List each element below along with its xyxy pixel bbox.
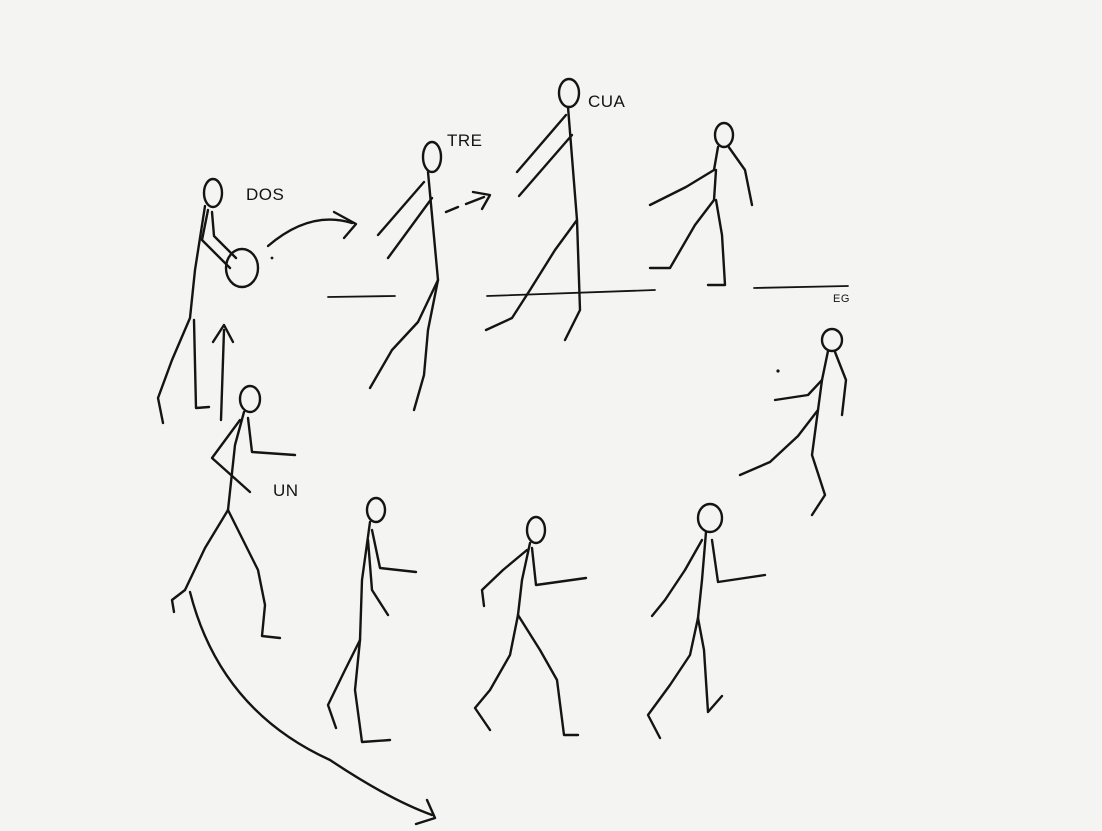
arrow-up [221, 330, 224, 420]
ground-line-1 [328, 296, 395, 297]
figure-tre [370, 142, 441, 410]
label-dos: DOS [246, 185, 284, 204]
arrow-bottom-curve [190, 592, 432, 815]
figure-bottom-2-back-leg [475, 615, 518, 730]
figure-tre-head [423, 142, 441, 172]
figure-cua-arm-1 [517, 115, 566, 172]
arrow-tre-to-cua [446, 197, 484, 212]
figure-un-back-leg [172, 510, 228, 612]
label-initials: EG [833, 293, 850, 305]
figure-un-arm-front [248, 418, 295, 455]
figure-dos-back-leg [158, 206, 205, 423]
figure-cua-front-leg [565, 220, 580, 340]
label-tre: TRE [447, 131, 483, 150]
figure-bottom-3-arm-front [712, 540, 765, 582]
figure-bottom-1-head [367, 498, 385, 522]
label-un: UN [273, 481, 299, 500]
arrow-dos-to-tre [268, 220, 352, 246]
figure-landing [650, 123, 752, 285]
figure-tre-arm-1 [378, 182, 424, 235]
figure-bottom-2-head [527, 517, 545, 543]
ground-line-2 [487, 290, 655, 296]
figure-landing-arm-front [728, 146, 752, 205]
ink-dot [271, 257, 274, 260]
ink-dot [776, 369, 779, 372]
figure-bottom-3 [648, 504, 765, 738]
figure-tre-arm-2 [388, 198, 432, 258]
figure-bottom-1-arm-front [372, 530, 416, 572]
figure-tre-front-leg [414, 280, 438, 410]
figure-bottom-1-front-leg [355, 640, 390, 742]
figure-right-head [822, 329, 842, 351]
figure-cua-head [559, 79, 579, 107]
figure-dos [158, 179, 258, 423]
figure-right [740, 329, 846, 515]
figure-bottom-2 [475, 517, 586, 735]
figure-cua-arm-2 [519, 135, 572, 196]
figure-landing-front-leg [708, 200, 725, 285]
figure-landing-head [715, 123, 733, 147]
arrow-dos-to-tre-head [334, 212, 356, 238]
figure-un-head [240, 386, 260, 412]
figure-right-front-leg [812, 410, 825, 515]
figure-bottom-3-back-leg [648, 618, 698, 738]
figure-cua-back-leg [486, 107, 577, 330]
figure-un [172, 386, 295, 638]
figure-bottom-2-arm-front [532, 548, 586, 585]
label-cua: CUA [588, 92, 626, 111]
figure-bottom-1-arm-back [368, 540, 388, 615]
figure-bottom-3-head [698, 504, 722, 532]
figure-landing-back-leg [650, 170, 716, 268]
figure-bottom-2-front-leg [518, 615, 578, 735]
figure-dos-head [204, 179, 222, 207]
figure-cua [486, 79, 580, 340]
figure-dos-front-leg [194, 320, 209, 408]
figure-bottom-3-arm-back [652, 540, 702, 616]
figure-right-arm-front [835, 352, 846, 415]
figure-un-front-leg [228, 510, 280, 638]
figure-bottom-3-front-leg [698, 618, 722, 712]
figure-dos-arm-2 [212, 212, 236, 258]
figure-bottom-1 [328, 498, 416, 742]
figure-landing-arm-back [650, 147, 718, 205]
ground-line-3 [754, 286, 848, 288]
